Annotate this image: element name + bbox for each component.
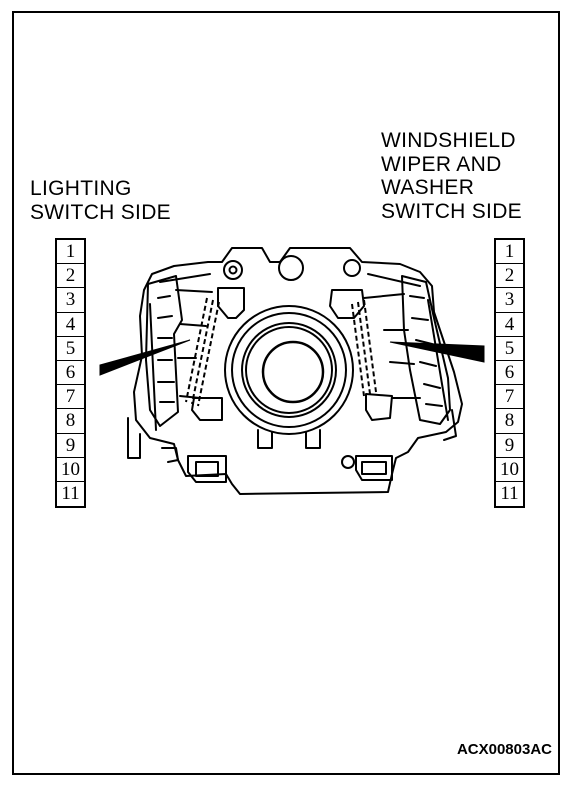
left-terminal-4: 4 [57,313,84,337]
wiper-switch-ribs [409,295,443,407]
left-terminal-8: 8 [57,409,84,434]
right-terminal-11: 11 [500,482,519,504]
lower-right-boss [341,455,355,469]
hub-outer-ring [224,305,354,435]
hub-mid-ring [241,322,337,418]
lower-left-foot-inner [195,461,219,477]
right-label-line-4: SWITCH SIDE [381,199,522,223]
left-pointer-arrow [99,339,191,376]
left-terminal-11: 11 [61,482,80,504]
right-terminal-10: 10 [496,458,523,482]
lighting-switch-side-label: LIGHTING SWITCH SIDE [30,177,171,224]
left-terminal-10: 10 [57,458,84,482]
left-terminal-5: 5 [57,337,84,361]
wiper-switch-frame [401,275,451,425]
left-terminal-1: 1 [57,240,84,265]
right-label-line-3: WASHER [381,176,475,199]
left-terminal-dashes-1 [185,297,208,403]
left-connector [217,287,245,319]
right-terminal-9: 9 [496,434,523,458]
left-terminal-3: 3 [57,288,84,313]
right-terminal-dashes-2 [357,301,371,395]
right-terminal-8: 8 [496,409,523,434]
lighting-switch-ribs [157,295,175,403]
left-hook [127,417,141,459]
top-boss-center [278,255,304,281]
right-terminal-7: 7 [496,385,523,410]
switch-body-outline [133,247,463,495]
lower-right-foot-inner [361,461,387,475]
left-terminal-dashes-2 [191,299,214,405]
left-label-line-1: LIGHTING [30,177,132,200]
wiper-washer-switch-side-label: WINDSHIELD WIPER AND WASHER SWITCH SIDE [381,129,522,223]
lighting-switch-arms [175,289,213,399]
right-connector-lower [365,393,393,421]
left-terminal-7: 7 [57,385,84,410]
wiper-switch-arms [363,293,421,399]
hub-outer-ring-2 [231,312,347,428]
left-terminal-6: 6 [57,361,84,386]
hub-tab-right [305,429,321,449]
switch-body-inner [149,273,449,431]
hub-tab-left [257,429,273,449]
lower-left-clip [161,447,179,463]
lower-right-foot [355,455,393,481]
right-terminal-3: 3 [496,288,523,313]
right-label-line-2: WIPER AND [381,152,502,176]
right-pointer-arrow [389,341,485,363]
top-boss-right [343,259,361,277]
right-hook [443,409,457,441]
left-connector-lower [191,397,223,421]
figure-code: ACX00803AC [456,741,552,758]
right-terminal-5: 5 [496,337,523,361]
right-terminal-dashes-3 [363,299,377,393]
right-terminal-4: 4 [496,313,523,337]
right-connector [329,289,365,319]
mount-hole-left-inner [228,265,238,275]
right-terminal-1: 1 [496,240,523,265]
right-terminal-2: 2 [496,264,523,289]
right-terminal-6: 6 [496,361,523,386]
left-terminal-2: 2 [57,264,84,289]
figure-frame [12,11,560,775]
right-label-line-1: WINDSHIELD [381,129,516,152]
mount-hole-left [223,260,243,280]
left-terminal-dashes-3 [197,301,220,407]
left-label-line-2: SWITCH SIDE [30,200,171,224]
left-terminal-9: 9 [57,434,84,458]
lower-left-foot [187,455,227,483]
hub-mid-ring-2 [245,326,333,414]
hub-inner-ring [261,340,325,404]
